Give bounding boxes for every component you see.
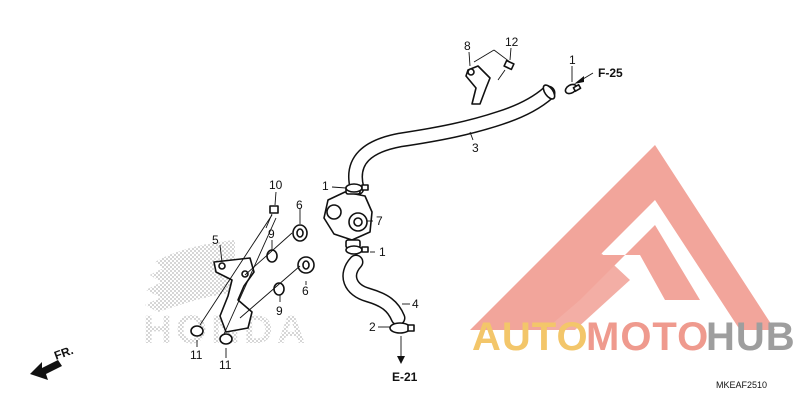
grommet-low	[297, 256, 315, 274]
diagram-code: MKEAF2510	[716, 380, 767, 390]
callout-1-top: 1	[569, 53, 576, 67]
lower-hose	[342, 254, 406, 326]
hose-clamp-top	[564, 83, 582, 95]
assembly-lines	[199, 49, 511, 335]
reference-e21: E-21	[392, 370, 418, 384]
callouts: 8 12 1 3 10 1 6 7 5 9 1 6 9 4 2 11 11	[190, 35, 576, 372]
callout-11-right: 11	[219, 358, 232, 372]
callout-1-mid: 1	[322, 179, 329, 193]
nut-right	[219, 333, 233, 345]
callout-6-top: 6	[296, 198, 303, 212]
callout-8: 8	[464, 39, 471, 53]
callout-3: 3	[472, 141, 479, 155]
callout-9-top: 9	[268, 227, 275, 241]
nut-left	[190, 325, 204, 337]
hose-clamp-2	[389, 322, 415, 334]
svg-text:HUB: HUB	[706, 315, 796, 359]
svg-text:MOTO: MOTO	[586, 315, 709, 359]
callout-2: 2	[369, 320, 376, 334]
air-injection-valve	[323, 185, 373, 249]
svg-text:AUTO: AUTO	[472, 315, 589, 359]
upper-hose	[348, 84, 556, 196]
callout-1-low: 1	[379, 245, 386, 259]
reference-f25: F-25	[598, 66, 623, 80]
callout-5: 5	[212, 233, 219, 247]
honda-wing-logo	[145, 240, 235, 312]
callout-7: 7	[376, 214, 383, 228]
front-label: FR.	[52, 343, 75, 363]
callout-9-low: 9	[276, 304, 283, 318]
grommet-top	[292, 224, 308, 242]
valve-bracket	[213, 257, 255, 333]
watermark-text: AUTO MOTO HUB	[472, 315, 796, 359]
watermark-logo	[470, 145, 775, 330]
hose-bracket	[465, 65, 491, 105]
collar-low	[273, 282, 285, 296]
mounting-bolt-12	[497, 59, 515, 81]
hose-clamp-mid	[345, 183, 369, 193]
collar-top	[266, 249, 278, 263]
callout-11-left: 11	[190, 348, 203, 362]
mounting-bolt-10	[265, 205, 279, 229]
callout-12: 12	[505, 35, 519, 49]
callout-6-low: 6	[302, 284, 309, 298]
front-arrow-icon	[30, 360, 62, 380]
callout-4: 4	[412, 297, 419, 311]
leader-lines	[196, 47, 594, 364]
hose-clamp-low	[345, 245, 369, 255]
callout-10: 10	[269, 178, 283, 192]
